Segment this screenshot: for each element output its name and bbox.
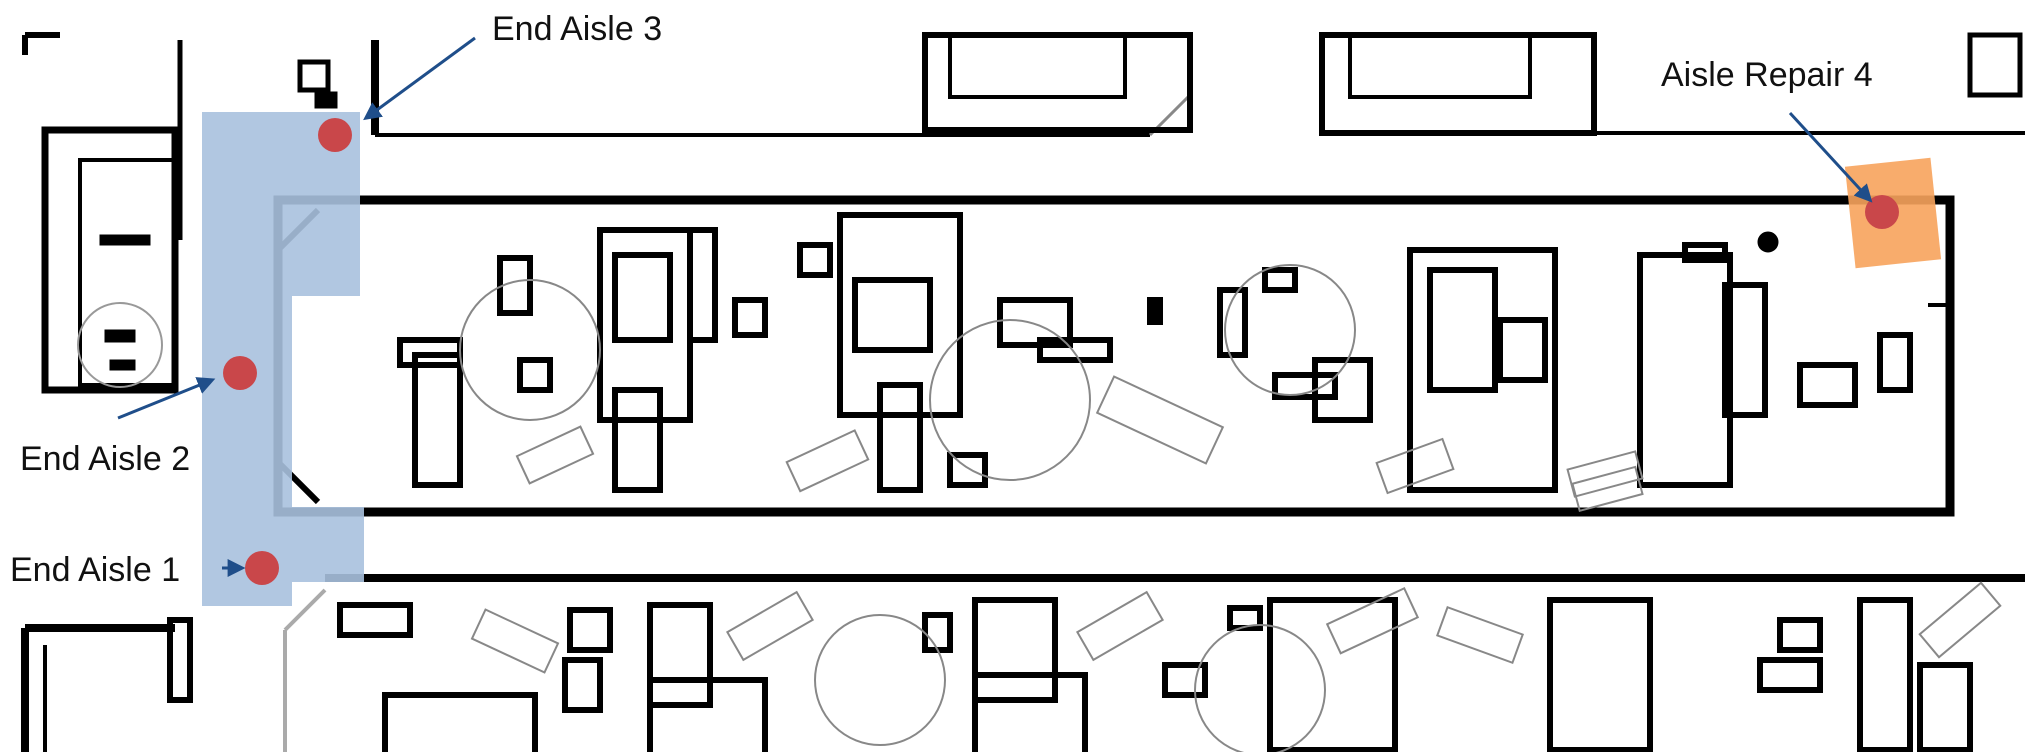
end-aisle-2-marker[interactable] (223, 356, 257, 390)
end-aisle-3-marker[interactable] (318, 118, 352, 152)
aisle-repair-4-marker[interactable] (1865, 195, 1899, 229)
end-aisle-zone (202, 112, 364, 606)
aisle-repair-4-label: Aisle Repair 4 (1661, 56, 1873, 94)
end-aisle-1-marker[interactable] (245, 551, 279, 585)
end-aisle-3-label: End Aisle 3 (492, 10, 663, 48)
end-aisle-1-label: End Aisle 1 (10, 551, 181, 589)
aisle-repair-4-arrow (1788, 111, 1873, 203)
end-aisle-2-arrow (117, 377, 216, 420)
callout-arrows (117, 36, 1873, 577)
floor-plan-linework (21, 32, 2025, 752)
end-aisle-3-arrow (363, 36, 476, 121)
end-aisle-2-label: End Aisle 2 (20, 440, 191, 478)
